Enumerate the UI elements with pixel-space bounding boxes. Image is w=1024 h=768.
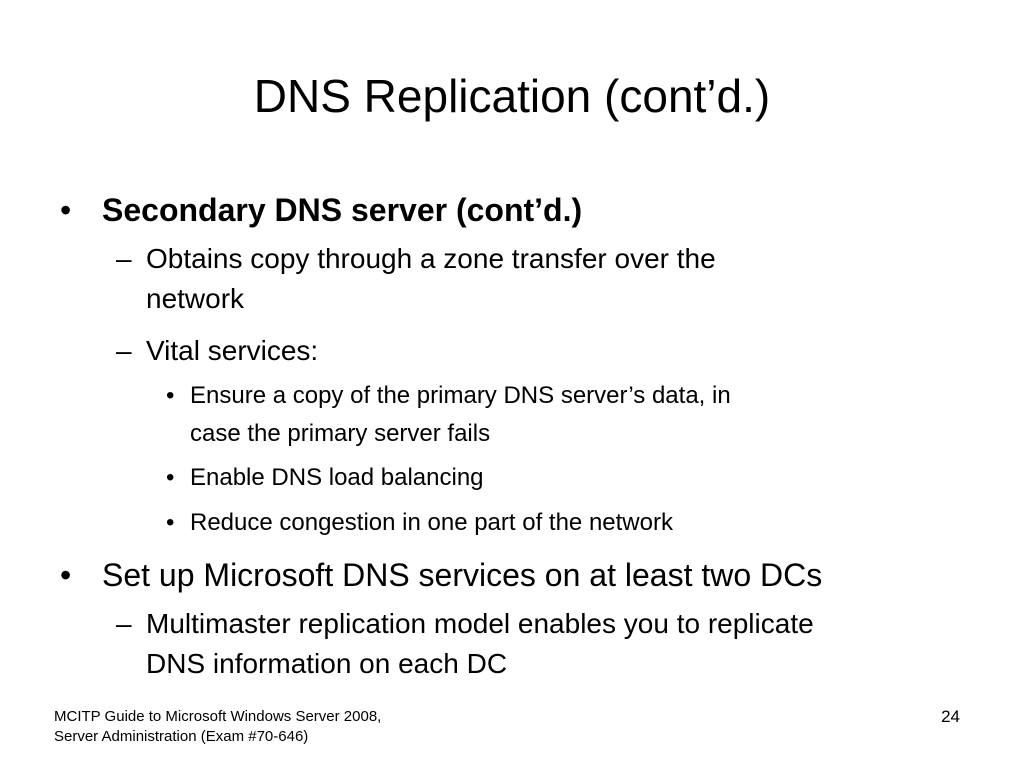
subbullet-text: Obtains copy through a zone transfer ove… xyxy=(146,239,976,319)
bullet-text: Secondary DNS server (cont’d.) xyxy=(102,192,583,228)
subsubbullet-text: Ensure a copy of the primary DNS server’… xyxy=(190,377,980,453)
subbullet-text: Vital services: xyxy=(146,335,319,366)
bullet-marker: • xyxy=(166,464,175,491)
dash-marker: – xyxy=(116,243,132,274)
bullet-marker: • xyxy=(166,509,175,536)
bullet-marker: • xyxy=(60,557,72,593)
subbullet-line-1: Multimaster replication model enables yo… xyxy=(146,608,814,639)
footer-line-1: MCITP Guide to Microsoft Windows Server … xyxy=(54,708,382,725)
subbullet-line-2: network xyxy=(146,283,245,314)
subsubbullet-line-2: case the primary server fails xyxy=(190,420,491,447)
page-number: 24 xyxy=(941,707,960,726)
subbullet-line-1: Obtains copy through a zone transfer ove… xyxy=(146,243,716,274)
dash-marker: – xyxy=(116,608,132,639)
footer-citation: MCITP Guide to Microsoft Windows Server … xyxy=(54,707,381,747)
dash-marker: – xyxy=(116,335,132,366)
subsubbullet-text: Reduce congestion in one part of the net… xyxy=(190,509,673,536)
bullet-text: Set up Microsoft DNS services on at leas… xyxy=(102,557,823,593)
footer-line-2: Server Administration (Exam #70-646) xyxy=(54,728,309,745)
subsubbullet-line-1: Ensure a copy of the primary DNS server’… xyxy=(190,382,731,409)
subsubbullet-text: Enable DNS load balancing xyxy=(190,464,484,491)
bullet-marker: • xyxy=(166,382,175,409)
subbullet-text: Multimaster replication model enables yo… xyxy=(146,604,976,684)
subbullet-line-2: DNS information on each DC xyxy=(146,648,508,679)
slide-title: DNS Replication (cont’d.) xyxy=(253,70,771,122)
bullet-marker: • xyxy=(60,192,72,228)
